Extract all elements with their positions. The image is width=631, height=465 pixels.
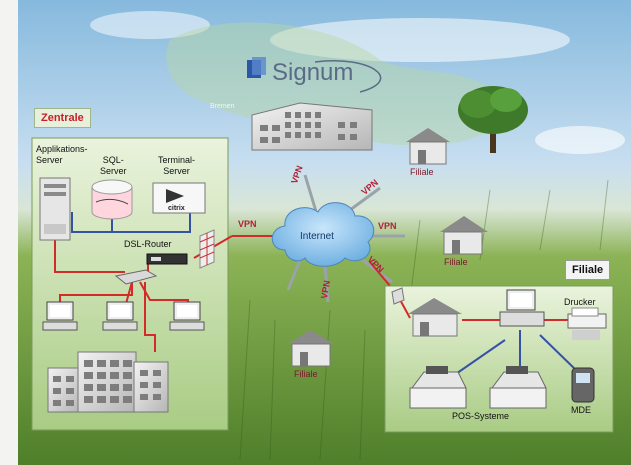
filiale-title: Filiale — [565, 260, 611, 280]
map-town-label: Bremen — [210, 103, 235, 110]
workstation-icon — [102, 301, 138, 331]
branch-label-top: Filiale — [410, 167, 434, 177]
sql-server-label: SQL- Server — [100, 155, 127, 176]
pos-systems-label: POS-Systeme — [452, 411, 510, 421]
sql-database-icon — [91, 179, 133, 220]
branch-house-icon — [440, 216, 488, 255]
internet-cloud-icon — [271, 202, 375, 267]
terminal-server-label: Terminal- Server — [158, 155, 196, 176]
printer-label: Drucker — [564, 297, 596, 307]
filiale-house-icon — [408, 298, 462, 337]
tree-icon — [458, 86, 528, 153]
left-border — [0, 0, 18, 465]
firewall-icon — [199, 229, 215, 269]
vpn-spokes — [286, 174, 405, 303]
application-server-icon — [39, 177, 71, 241]
printer-icon — [567, 307, 607, 340]
filiale-router-icon — [391, 287, 405, 305]
citrix-label: citrix — [168, 205, 185, 212]
dsl-router-label: DSL-Router — [124, 239, 172, 249]
branch-label-middle: Filiale — [444, 257, 468, 267]
office-building-icon — [47, 351, 169, 413]
dsl-router-icon — [146, 253, 188, 265]
signum-logo: Signum — [247, 57, 382, 93]
sky-cloud — [270, 18, 570, 62]
vpn-label-right: VPN — [378, 221, 397, 231]
pos-terminal-icon — [489, 366, 547, 409]
sky-cloud — [535, 126, 625, 154]
logo-text: Signum — [272, 59, 353, 86]
sky-cloud — [90, 11, 210, 39]
workstation-icon — [169, 301, 205, 331]
zentrale-panel: citrix — [31, 137, 233, 431]
terminal-server-icon: citrix — [152, 182, 206, 214]
headquarters-building-icon — [251, 102, 373, 151]
zentrale-title: Zentrale — [34, 108, 91, 128]
filiale-panel — [384, 285, 614, 433]
mobile-data-device-icon — [571, 367, 595, 403]
vpn-label-zentrale: VPN — [238, 219, 257, 229]
branch-house-icon — [288, 330, 334, 367]
pos-terminal-icon — [409, 366, 467, 409]
workstation-icon — [42, 301, 78, 331]
mde-label: MDE — [571, 405, 591, 415]
branch-house-icon — [406, 128, 450, 165]
filiale-workstation-icon — [499, 289, 545, 327]
internet-label: Internet — [300, 231, 334, 242]
network-switch-icon — [114, 269, 158, 285]
branch-label-bottom: Filiale — [294, 369, 318, 379]
application-server-label: Applikations- Server — [36, 144, 88, 165]
